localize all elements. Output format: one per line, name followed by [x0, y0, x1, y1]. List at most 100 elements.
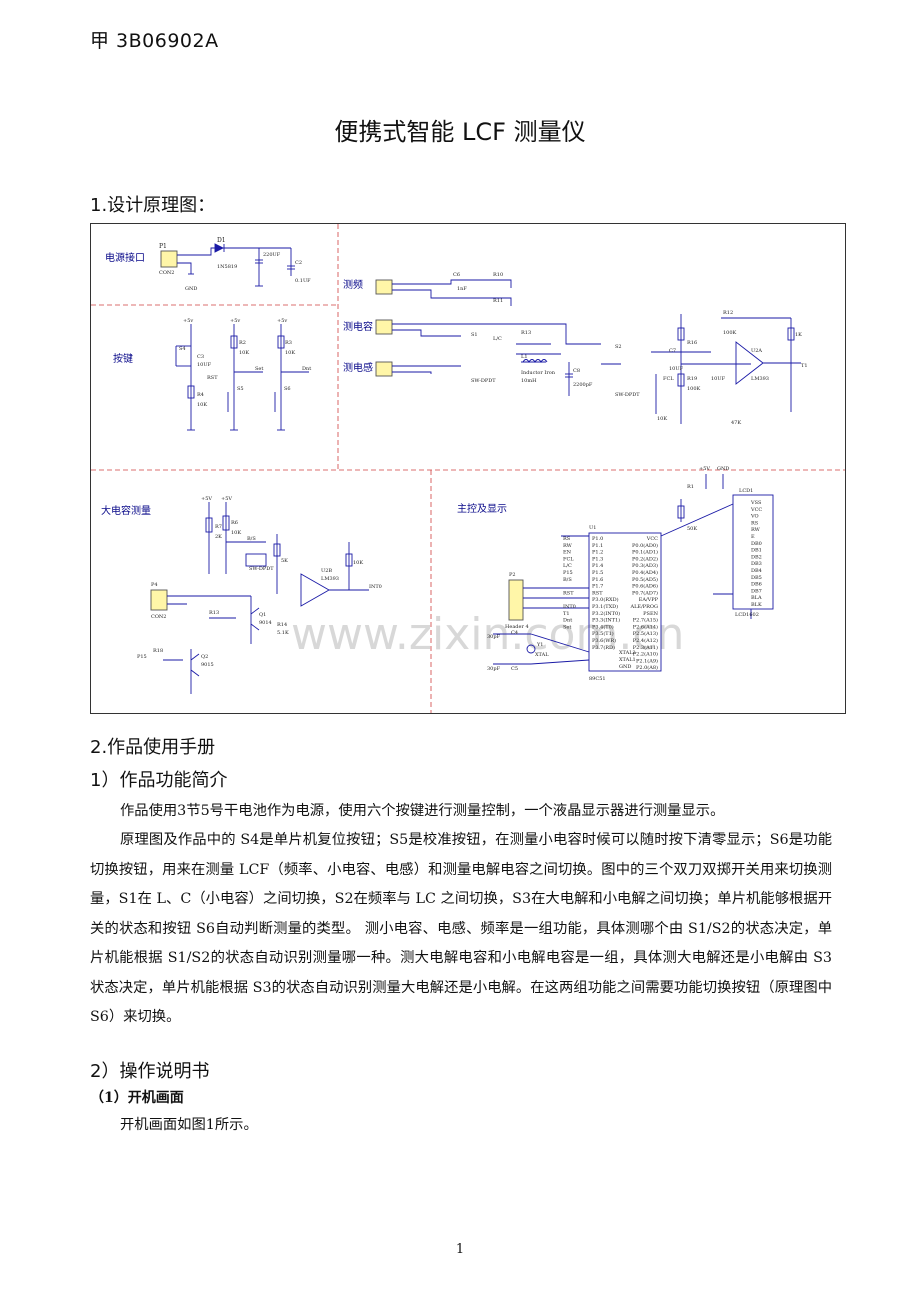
mcu-right-pin-15: P2.4(A12): [633, 637, 658, 644]
mcu-left-pin-8: RST: [592, 590, 603, 596]
lcd-pin-13: DB7: [751, 588, 762, 594]
lcd-gnd: GND: [717, 466, 729, 472]
mcu-net-13: Set: [563, 624, 571, 630]
c2-value: 0.1UF: [295, 278, 311, 284]
mcu-net-8: RST: [563, 590, 574, 596]
c7-value: 10UF: [669, 366, 684, 372]
p1-type: CON2: [159, 270, 174, 276]
mcu-left-pin-14: P3.5(T1): [592, 630, 614, 637]
lcd-type: LCD1602: [735, 612, 759, 618]
r17-value: 1K: [795, 332, 802, 338]
s3-type: SW-DPDT: [249, 566, 274, 572]
u1-chip: 89C51: [589, 676, 606, 682]
r12-label: R12: [723, 310, 733, 316]
document-code: 甲 3B06902A: [90, 30, 219, 52]
r20-value: 10K: [657, 416, 667, 422]
s2-type: SW-DPDT: [615, 392, 640, 398]
mcu-left-pin-10: P3.1(TXD): [592, 603, 618, 610]
lcd-pin-names: VSSVCCVORSRWEDB0DB1DB2DB3DB4DB5DB6DB7BLA…: [750, 500, 762, 608]
power-section: [160, 243, 295, 287]
circuit-schematic: www.zixin.com.cn 电源接口 P1 CON2 D1 1N5819 …: [90, 223, 846, 714]
d1-type: 1N5819: [217, 264, 237, 270]
keys-v5-2: +5v: [230, 318, 240, 324]
r12-value: 100K: [723, 330, 737, 336]
r11-label: R11: [493, 298, 503, 304]
mcu-section: [493, 474, 774, 672]
section-heading-design: 1.设计原理图：: [90, 195, 216, 216]
s1-label: S1: [471, 332, 478, 338]
mcu-left-pin-4: P1.4: [592, 563, 603, 569]
c5-value: 30pF: [487, 666, 501, 672]
keys-v5-1: +5v: [183, 318, 193, 324]
bigcap-r13-label: R13: [209, 610, 219, 616]
r16-label: R16: [687, 340, 697, 346]
s1-type: SW-DPDT: [471, 378, 496, 384]
s5-label: S5: [237, 386, 244, 392]
mcu-left-pin-12: P3.3(INT1): [592, 617, 620, 624]
dnt-net: Dnt: [302, 366, 311, 372]
power-gnd-label: GND: [185, 286, 197, 292]
mcu-right-pin-11: PSEN: [643, 611, 658, 617]
lcd-pin-11: DB5: [751, 575, 762, 581]
mcu-right-pin-3: P0.2(AD2): [632, 555, 658, 562]
r4-value: 10K: [197, 402, 207, 408]
l1-value: 10mH: [521, 378, 537, 384]
p1-label: P1: [159, 243, 167, 250]
mcu-right-pin-4: P0.3(AD3): [632, 562, 658, 569]
mcu-right-pin-1: P0.0(AD0): [632, 542, 658, 549]
mcu-right-pin-13: P2.6(A14): [633, 623, 658, 630]
bs-net: B/S: [247, 536, 256, 542]
bigcap-section-label: 大电容测量: [101, 504, 151, 517]
mcu-right-pin-19: P2.0(A8): [636, 664, 658, 671]
mcu-right-pin-14: P2.5(A13): [633, 630, 658, 637]
lc-net: L/C: [493, 336, 502, 342]
r9-value: 10K: [353, 560, 363, 566]
mcu-right-pin-12: P2.7(A15): [633, 617, 658, 624]
mcu-right-pin-names: VCCP0.0(AD0)P0.1(AD1)P0.2(AD2)P0.3(AD3)P…: [630, 536, 659, 671]
subsubsection-boot-screen: （1）开机画面: [90, 1090, 184, 1106]
lcd-pin-7: DB1: [751, 548, 762, 554]
u1-label: U1: [589, 525, 596, 531]
r14-label: R14: [277, 622, 287, 628]
mcu-left-pin-11: P3.2(INT0): [592, 610, 620, 617]
l1-note: Inductor Iron: [521, 370, 556, 376]
mcu-left-pin-13: P3.4(T0): [592, 623, 614, 630]
mcu-right-pin-2: P0.1(AD1): [632, 549, 658, 556]
bigcap-r18-label: R18: [153, 648, 163, 654]
mcu-left-pin-names: P1.0P1.1P1.2P1.3P1.4P1.5P1.6P1.7RSTP3.0(…: [592, 536, 620, 651]
r1-label: R1: [687, 484, 694, 490]
lcd-pin-15: BLK: [751, 602, 762, 608]
mcu-net-2: EN: [563, 550, 572, 556]
y1-label: Y1: [536, 642, 543, 648]
q2-label: Q2: [201, 654, 208, 660]
mcu-net-1: RW: [563, 543, 573, 549]
lcd-pin-2: VO: [750, 514, 759, 520]
mcu-right-pin-17: P2.2(A10): [633, 651, 658, 658]
c5-label: C5: [511, 666, 518, 672]
mcu-gnd-pin: GND: [619, 664, 631, 670]
u2a-type: LM393: [751, 376, 769, 382]
keys-v5-3: +5v: [277, 318, 287, 324]
lcd-pin-1: VCC: [750, 507, 762, 513]
c4-label: C4: [511, 630, 518, 636]
lcf-measure-section: [375, 279, 801, 424]
c9-value: 10UF: [711, 376, 726, 382]
rst-net: RST: [207, 375, 218, 381]
inductance-measure-label: 测电感: [343, 361, 373, 374]
mcu-net-3: FCL: [563, 556, 574, 562]
mcu-right-pin-6: P0.5(AD5): [632, 576, 658, 583]
c1-value: 220UF: [263, 252, 281, 258]
mcu-left-pin-3: P1.3: [592, 556, 603, 562]
c2-label: C2: [295, 260, 302, 266]
mcu-right-pin-18: P2.1(A9): [636, 657, 658, 664]
section-heading-manual: 2.作品使用手册: [90, 737, 216, 758]
p2-type: Header 4: [505, 624, 529, 630]
c3-label: C3: [197, 354, 204, 360]
mcu-right-pin-16: P2.3(A11): [633, 644, 658, 651]
lcd-pin-3: RS: [751, 520, 759, 526]
u2b-type: LM393: [321, 576, 339, 582]
r6-label: R6: [231, 520, 238, 526]
mcu-net-10: INT0: [563, 604, 576, 610]
mcu-net-5: P15: [563, 570, 573, 576]
s6-label: S6: [284, 386, 291, 392]
